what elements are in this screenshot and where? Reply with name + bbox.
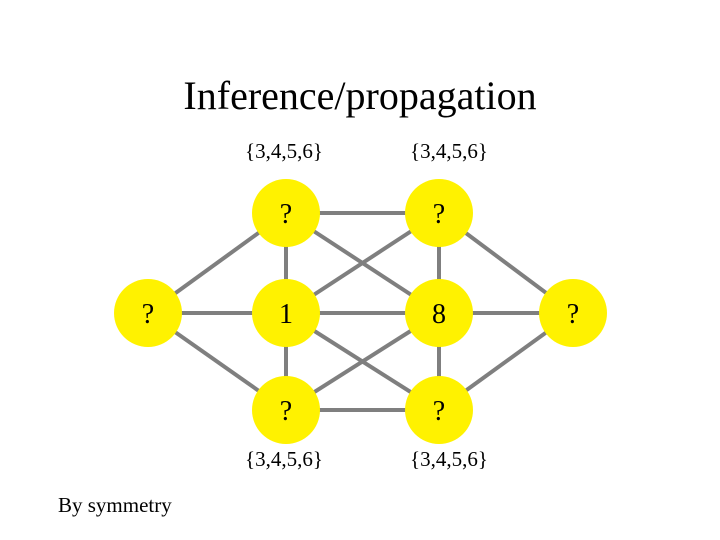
node-circle-left bbox=[114, 279, 182, 347]
node-bottom-right: ? bbox=[405, 376, 473, 444]
node-mid-right: 8 bbox=[405, 279, 473, 347]
node-circle-mid-left bbox=[252, 279, 320, 347]
node-circle-bottom-left bbox=[252, 376, 320, 444]
node-label-top-left: ? bbox=[280, 199, 292, 230]
node-left: ? bbox=[114, 279, 182, 347]
node-circle-right bbox=[539, 279, 607, 347]
footnote: By symmetry bbox=[58, 493, 172, 517]
node-circle-top-left bbox=[252, 179, 320, 247]
node-label-left: ? bbox=[142, 299, 154, 330]
slide-title: Inference/propagation bbox=[183, 73, 537, 118]
node-top-right: ? bbox=[405, 179, 473, 247]
domain-label-bottom-left: {3,4,5,6} bbox=[245, 447, 323, 471]
node-right: ? bbox=[539, 279, 607, 347]
node-label-bottom-left: ? bbox=[280, 396, 292, 427]
node-bottom-left: ? bbox=[252, 376, 320, 444]
node-top-left: ? bbox=[252, 179, 320, 247]
edges-layer bbox=[146, 211, 575, 412]
node-label-mid-right: 8 bbox=[432, 299, 446, 330]
node-label-top-right: ? bbox=[433, 199, 445, 230]
domain-label-bottom-right: {3,4,5,6} bbox=[410, 447, 488, 471]
node-mid-left: 1 bbox=[252, 279, 320, 347]
domain-label-top-left: {3,4,5,6} bbox=[245, 139, 323, 163]
node-label-right: ? bbox=[567, 299, 579, 330]
node-label-mid-left: 1 bbox=[279, 299, 293, 330]
nodes-layer: ??? 1 8??? bbox=[114, 179, 607, 444]
domain-label-top-right: {3,4,5,6} bbox=[410, 139, 488, 163]
node-circle-mid-right bbox=[405, 279, 473, 347]
node-circle-bottom-right bbox=[405, 376, 473, 444]
node-circle-top-right bbox=[405, 179, 473, 247]
node-label-bottom-right: ? bbox=[433, 396, 445, 427]
